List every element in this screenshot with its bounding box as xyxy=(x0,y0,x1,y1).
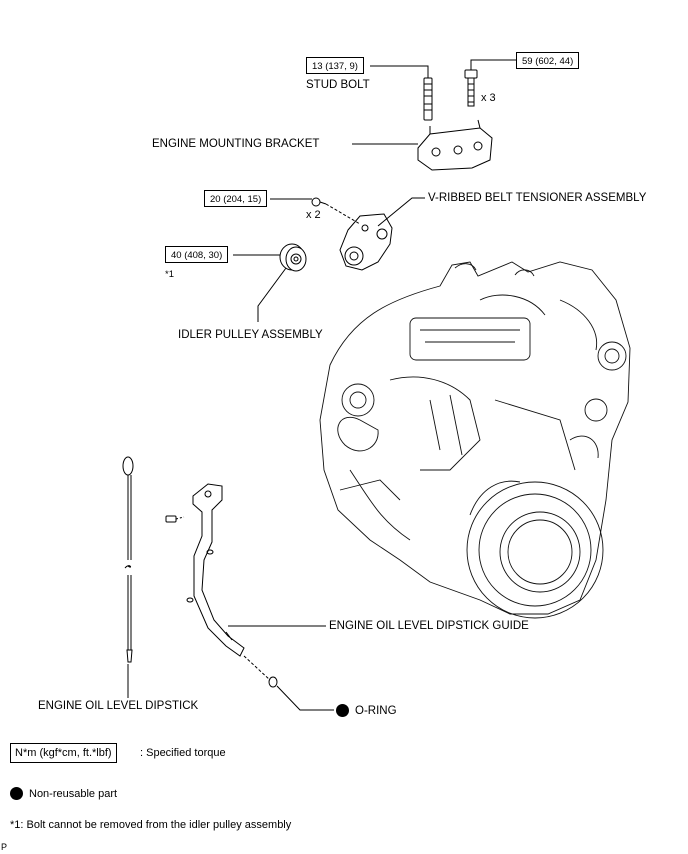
engine-mounting-bracket-part xyxy=(417,119,493,171)
label-dipstick: ENGINE OIL LEVEL DIPSTICK xyxy=(38,700,199,712)
label-idler-pulley: IDLER PULLEY ASSEMBLY xyxy=(178,329,323,341)
legend-torque-desc: : Specified torque xyxy=(140,747,226,759)
corner-mark: P xyxy=(1,842,8,852)
qty-tensioner-bolt: x 2 xyxy=(306,209,321,221)
engine-illustration xyxy=(319,261,631,619)
bracket-bolt-part xyxy=(464,69,478,107)
tensioner-leader xyxy=(377,197,425,227)
torque-bracket-bolt: 59 (602, 44) xyxy=(516,52,580,69)
guide-bolt-part xyxy=(165,515,185,523)
footnote-marker: *1 xyxy=(165,269,174,280)
idler-pulley-part xyxy=(279,243,307,272)
stud-bolt-leader xyxy=(370,65,429,78)
label-stud-bolt: STUD BOLT xyxy=(306,79,370,91)
stud-bolt-part xyxy=(423,77,433,121)
legend-non-reusable: Non-reusable part xyxy=(29,788,118,800)
torque-stud-bolt: 13 (137, 9) xyxy=(306,57,364,74)
dipstick-part xyxy=(122,456,134,663)
o-ring-leader xyxy=(276,685,334,711)
idler-leader xyxy=(257,267,287,322)
torque-idler-bolt: 40 (408, 30) xyxy=(165,246,229,263)
label-dipstick-guide: ENGINE OIL LEVEL DIPSTICK GUIDE xyxy=(329,620,529,632)
label-engine-mounting-bracket: ENGINE MOUNTING BRACKET xyxy=(152,138,320,150)
legend-torque-unit: N*m (kgf*cm, ft.*lbf) xyxy=(10,743,117,763)
legend-note-1: *1: Bolt cannot be removed from the idle… xyxy=(10,819,292,831)
torque-tensioner-bolt: 20 (204, 15) xyxy=(204,190,268,207)
tensioner-bolt-axis xyxy=(325,203,361,225)
label-o-ring: O-RING xyxy=(355,705,397,717)
qty-bracket-bolt: x 3 xyxy=(481,92,496,104)
dipstick-guide-part xyxy=(186,483,245,657)
o-ring-part xyxy=(243,655,278,688)
non-reusable-dot-o-ring xyxy=(336,704,349,717)
tensioner-part xyxy=(311,197,393,271)
label-tensioner: V-RIBBED BELT TENSIONER ASSEMBLY xyxy=(428,192,647,204)
legend-non-reusable-dot xyxy=(10,787,23,800)
bracket-bolt-leader xyxy=(470,59,516,70)
